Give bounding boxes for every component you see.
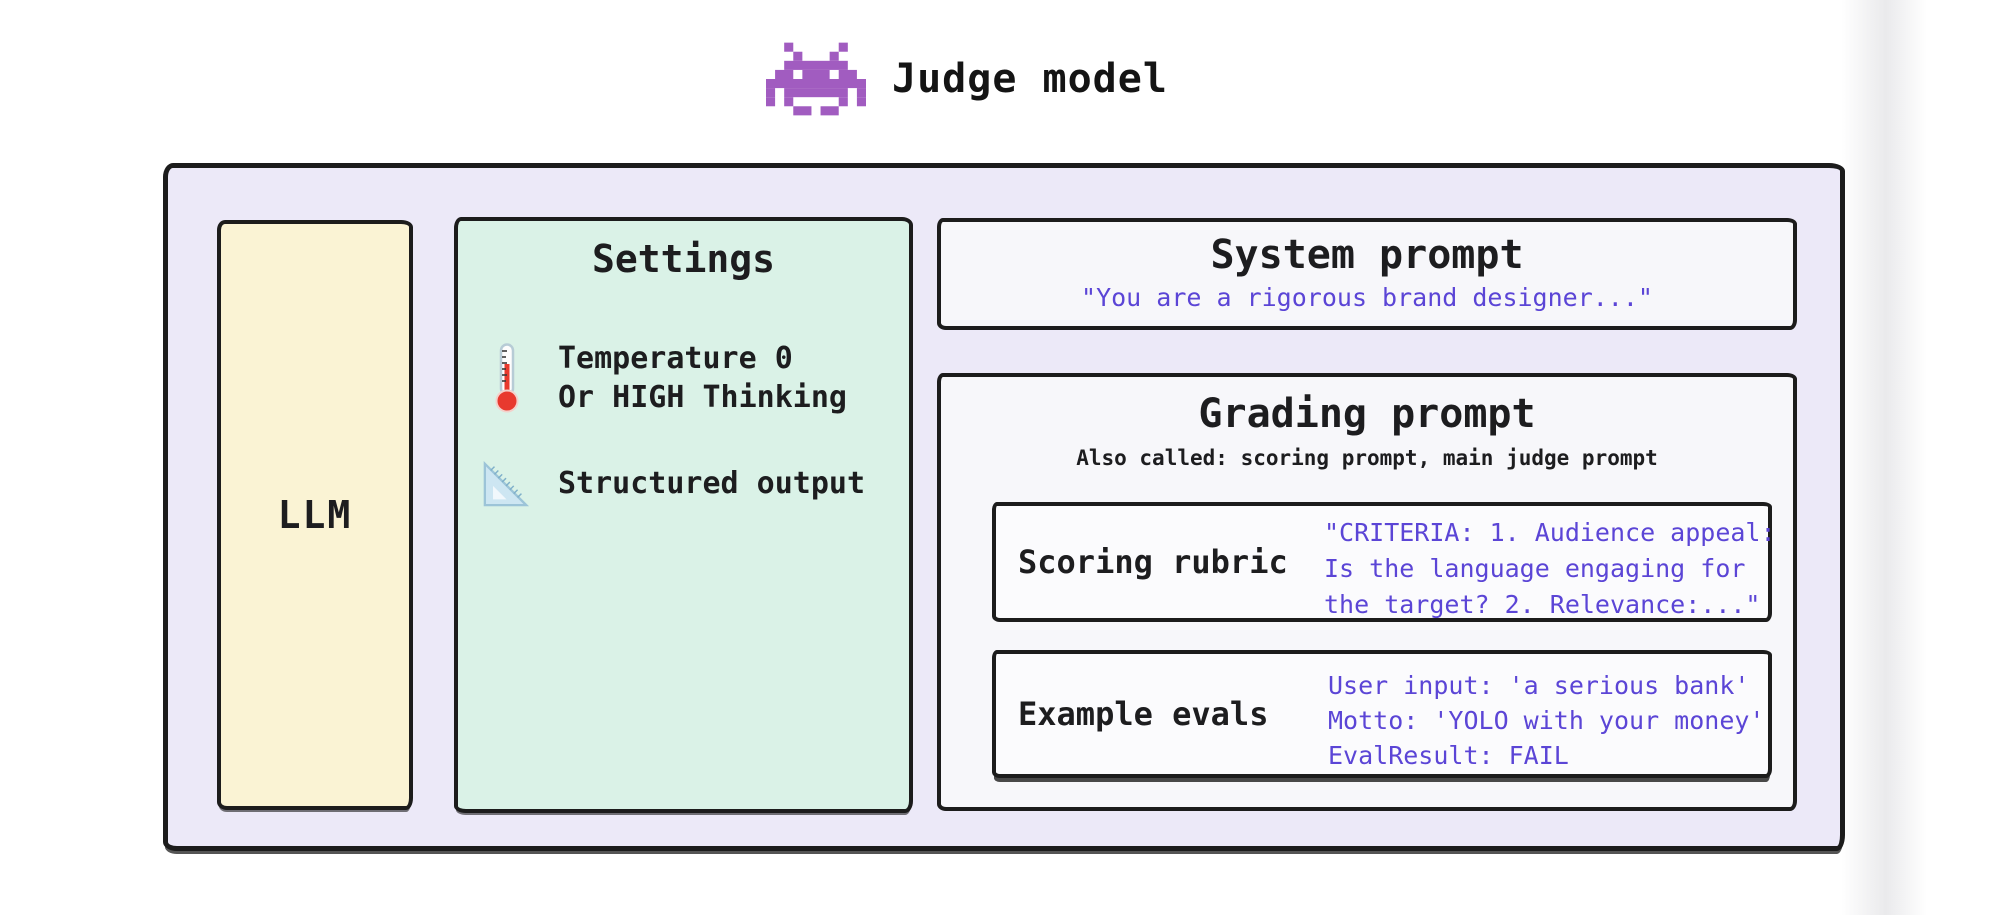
page-title: Judge model [892,56,1168,102]
scoring-rubric-label: Scoring rubric [1018,543,1288,581]
grading-prompt-box: Grading prompt Also called: scoring prom… [937,373,1797,811]
grading-prompt-title: Grading prompt [1198,391,1536,437]
settings-title: Settings [591,237,776,281]
diagram-header: Judge model [766,42,1168,116]
triangle-ruler-icon [480,457,534,509]
scoring-rubric-text: "CRITERIA: 1. Audience appeal: Is the la… [1324,515,1776,623]
example-evals-label: Example evals [1018,695,1269,733]
example-evals-box: Example evals User input: 'a serious ban… [992,650,1772,778]
thermometer-icon [480,343,534,413]
scoring-rubric-box: Scoring rubric "CRITERIA: 1. Audience ap… [992,502,1776,622]
rubric-line: Is the language engaging for [1324,554,1746,583]
setting-line: Structured output [558,465,866,501]
grading-prompt-subtitle: Also called: scoring prompt, main judge … [1076,446,1658,470]
llm-label: LLM [277,493,353,537]
space-invader-icon [766,42,866,116]
judge-model-frame: LLM Settings [163,163,1845,851]
eval-line: Motto: 'YOLO with your money' [1328,706,1765,735]
eval-line: EvalResult: FAIL [1328,741,1569,770]
system-prompt-box: System prompt "You are a rigorous brand … [937,218,1797,330]
system-prompt-quote: "You are a rigorous brand designer..." [1081,283,1653,312]
setting-item-text: Temperature 0 Or HIGH Thinking [558,339,847,417]
llm-box: LLM [217,220,413,810]
rubric-line: "CRITERIA: 1. Audience appeal: [1324,518,1776,547]
setting-item-temperature: Temperature 0 Or HIGH Thinking [480,339,847,417]
setting-line: Temperature 0 [558,341,793,376]
page-edge-shadow [1841,0,1927,915]
setting-line: Or HIGH Thinking [558,380,847,415]
rubric-line: the target? 2. Relevance:..." [1324,590,1761,619]
setting-item-text: Structured output [558,464,865,503]
setting-item-structured-output: Structured output [480,457,865,509]
settings-box: Settings [454,217,913,813]
eval-line: User input: 'a serious bank' [1328,671,1750,700]
example-evals-text: User input: 'a serious bank' Motto: 'YOL… [1328,668,1765,773]
system-prompt-title: System prompt [1210,232,1524,278]
